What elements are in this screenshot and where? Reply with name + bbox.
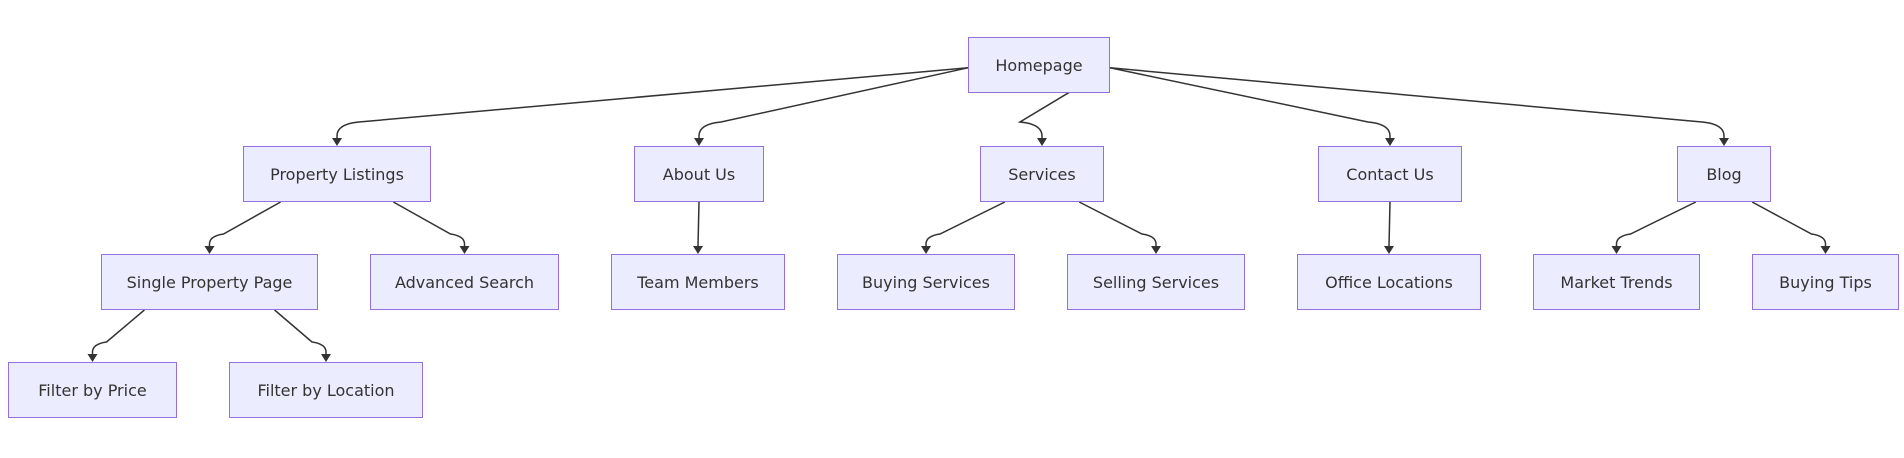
edge-homepage-to-services: [1017, 67, 1111, 138]
node-market-trends: Market Trends: [1533, 254, 1700, 310]
node-buying-tips: Buying Tips: [1752, 254, 1899, 310]
edge-homepage-to-property_listings: [336, 67, 969, 138]
arrowhead-buying_services: [921, 246, 931, 254]
arrowhead-market_trends: [1611, 246, 1622, 254]
arrowhead-selling_services: [1151, 246, 1161, 254]
node-buying-services: Buying Services: [837, 254, 1015, 310]
edge-services-to-buying_services: [925, 201, 1006, 246]
arrowhead-contact_us: [1385, 138, 1395, 146]
arrowhead-services: [1037, 138, 1047, 146]
edge-homepage-to-blog: [1109, 67, 1725, 138]
node-services: Services: [980, 146, 1104, 202]
arrowhead-buying_tips: [1820, 246, 1831, 254]
node-property-listings: Property Listings: [243, 146, 431, 202]
edge-about_us-to-team_members: [697, 201, 700, 247]
edge-homepage-to-contact_us: [1109, 67, 1391, 138]
node-blog: Blog: [1677, 146, 1771, 202]
arrowhead-filter_by_price: [87, 354, 98, 362]
arrowhead-about_us: [694, 138, 704, 146]
edge-property_listings-to-single_property_page: [208, 201, 281, 246]
node-office-locations: Office Locations: [1297, 254, 1481, 310]
edge-services-to-selling_services: [1078, 201, 1157, 246]
edge-contact_us-to-office_locations: [1388, 201, 1391, 247]
node-selling-services: Selling Services: [1067, 254, 1245, 310]
node-team-members: Team Members: [611, 254, 785, 310]
arrowhead-office_locations: [1384, 246, 1394, 254]
node-single-property-page: Single Property Page: [101, 254, 318, 310]
arrowhead-single_property_page: [204, 246, 215, 254]
node-contact-us: Contact Us: [1318, 146, 1462, 202]
node-filter-by-location: Filter by Location: [229, 362, 423, 418]
edge-blog-to-buying_tips: [1751, 201, 1827, 246]
edge-single_property_page-to-filter_by_price: [91, 309, 145, 354]
edge-homepage-to-about_us: [698, 67, 969, 138]
edge-single_property_page-to-filter_by_location: [274, 309, 327, 354]
node-homepage: Homepage: [968, 37, 1110, 93]
node-filter-by-price: Filter by Price: [8, 362, 177, 418]
edge-blog-to-market_trends: [1615, 201, 1697, 246]
edge-property_listings-to-advanced_search: [393, 201, 466, 246]
arrowhead-property_listings: [332, 138, 342, 146]
node-advanced-search: Advanced Search: [370, 254, 559, 310]
arrowhead-filter_by_location: [321, 354, 331, 362]
arrowhead-advanced_search: [459, 246, 470, 254]
node-about-us: About Us: [634, 146, 764, 202]
arrowhead-team_members: [693, 246, 703, 254]
arrowhead-blog: [1719, 138, 1729, 146]
